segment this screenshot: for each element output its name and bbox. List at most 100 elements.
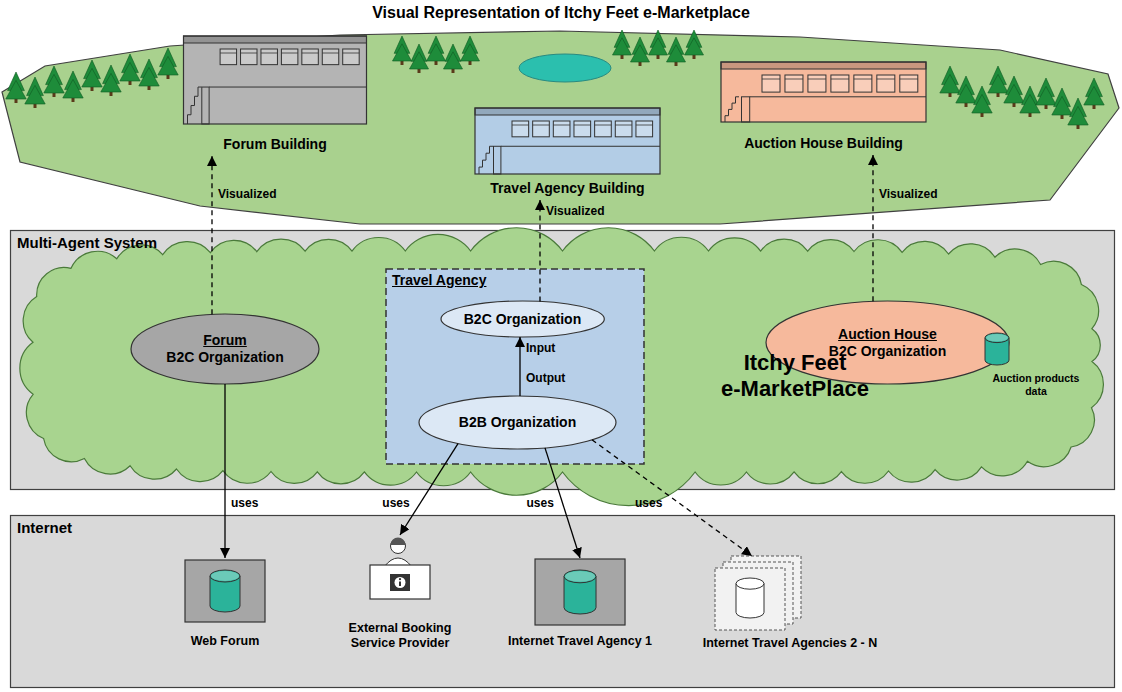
ellipse-outline xyxy=(766,301,1009,384)
tree-trunk xyxy=(418,68,421,73)
pine-tree xyxy=(392,44,411,61)
edge-label-wrap: Visualized xyxy=(879,187,937,201)
pine-tree xyxy=(1052,96,1072,115)
pine-tree xyxy=(1054,88,1071,107)
info-stem xyxy=(399,582,401,587)
tree-trunk xyxy=(981,112,984,117)
band-header: Internet xyxy=(17,519,72,537)
database-cylinder xyxy=(210,576,240,612)
caption-stack: Internet Travel Agencies 2 - N xyxy=(680,636,900,651)
service-icon-node: Internet Travel Agencies 2 - N xyxy=(680,556,900,652)
building-window xyxy=(831,75,849,92)
building-window xyxy=(808,75,826,92)
window-bar xyxy=(762,79,780,80)
region-band: InternetWeb Forum External Booking Servic… xyxy=(10,515,1115,688)
building-window xyxy=(574,121,591,137)
info-plate xyxy=(390,574,410,591)
window-bar xyxy=(533,125,550,126)
building-node: Auction House Building xyxy=(712,62,935,155)
pine-tree xyxy=(139,67,159,86)
band-header: Travel Agency xyxy=(392,272,486,289)
service-icon-node: Internet Travel Agency 1 xyxy=(504,558,656,650)
building-body xyxy=(721,62,926,122)
node-label: Web Forum xyxy=(191,634,260,649)
tree-trunk xyxy=(965,102,968,107)
person-head xyxy=(391,539,406,554)
pine-tree xyxy=(614,30,630,47)
pine-tree xyxy=(650,30,666,47)
building-floor xyxy=(209,87,366,88)
band-fill xyxy=(11,231,1115,490)
pine-tree xyxy=(6,80,26,99)
pine-tree xyxy=(666,45,685,62)
window-bar xyxy=(322,53,338,54)
tree-trunk xyxy=(639,61,642,66)
pine-tree xyxy=(426,44,445,61)
window-bar xyxy=(241,53,257,54)
edge-label-wrap: uses xyxy=(231,496,258,510)
window-bar xyxy=(302,53,318,54)
text-stack: B2C Organization xyxy=(440,300,605,338)
window-bar xyxy=(343,53,359,54)
word: e-MarketPlace xyxy=(721,376,869,401)
database-top-shine xyxy=(737,579,763,588)
database-top-shine xyxy=(986,334,1008,342)
pine-tree xyxy=(632,37,648,54)
database-cylinder xyxy=(985,338,1009,365)
pine-tree xyxy=(122,54,139,73)
pine-tree xyxy=(141,59,158,78)
building-window xyxy=(302,49,318,65)
edge-label: Visualized xyxy=(879,187,937,201)
edge-label-wrap: Visualized xyxy=(546,204,604,218)
tree-trunk xyxy=(693,54,696,59)
node-label: External Booking Service Provider xyxy=(334,621,466,651)
organization-ellipse: ForumB2C Organization xyxy=(130,313,320,385)
building-window xyxy=(877,75,895,92)
building-body xyxy=(184,36,367,124)
pine-tree xyxy=(686,30,702,47)
tree-trunk xyxy=(148,85,151,90)
database-cylinder xyxy=(564,576,596,614)
node-shape xyxy=(10,515,1115,688)
tree-trunk xyxy=(72,97,75,102)
connector xyxy=(400,444,458,535)
service-icon-node: External Booking Service Provider xyxy=(331,535,469,652)
building-window xyxy=(595,121,612,137)
region-band: Multi-Agent SystemItchy Feet e-MarketPla… xyxy=(10,230,1115,490)
pine-tree xyxy=(612,38,631,55)
caption-stack: Web Forum xyxy=(160,634,290,649)
window-bar xyxy=(900,79,918,80)
node-label: B2C Organization xyxy=(166,349,283,366)
marketplace-cloud: Itchy Feet e-MarketPlaceForumB2C Organiz… xyxy=(20,238,1105,485)
tree-trunk xyxy=(469,60,472,65)
tree-trunk xyxy=(1061,114,1064,119)
pine-tree xyxy=(1070,98,1087,117)
dashed-connector xyxy=(539,200,540,301)
pine-tree xyxy=(940,74,960,93)
data-label: Auction products data xyxy=(990,372,1082,397)
building-window xyxy=(322,49,338,65)
caption-stack: Auction House Building xyxy=(712,135,935,152)
building-floor xyxy=(501,146,660,147)
pine-tree xyxy=(103,65,120,84)
edge-label-wrap: Visualized xyxy=(218,187,276,201)
window-bar xyxy=(615,125,632,126)
building-window xyxy=(785,75,803,92)
database-top xyxy=(985,333,1009,343)
node-shape xyxy=(385,268,645,465)
pine-tree xyxy=(942,66,959,85)
flow-label: Input xyxy=(526,341,555,355)
window-bar xyxy=(785,79,803,80)
tree-trunk xyxy=(997,92,1000,97)
label-wrap: Input xyxy=(526,341,555,355)
node-label: Forum xyxy=(203,332,247,349)
pine-tree xyxy=(46,66,63,85)
title-wrap: Visual Representation of Itchy Feet e-Ma… xyxy=(0,3,1122,22)
edge-label: uses xyxy=(231,496,258,510)
organization-ellipse: B2C Organization xyxy=(440,300,605,338)
building-door xyxy=(202,87,209,124)
region-title: Multi-Agent System xyxy=(17,234,157,252)
